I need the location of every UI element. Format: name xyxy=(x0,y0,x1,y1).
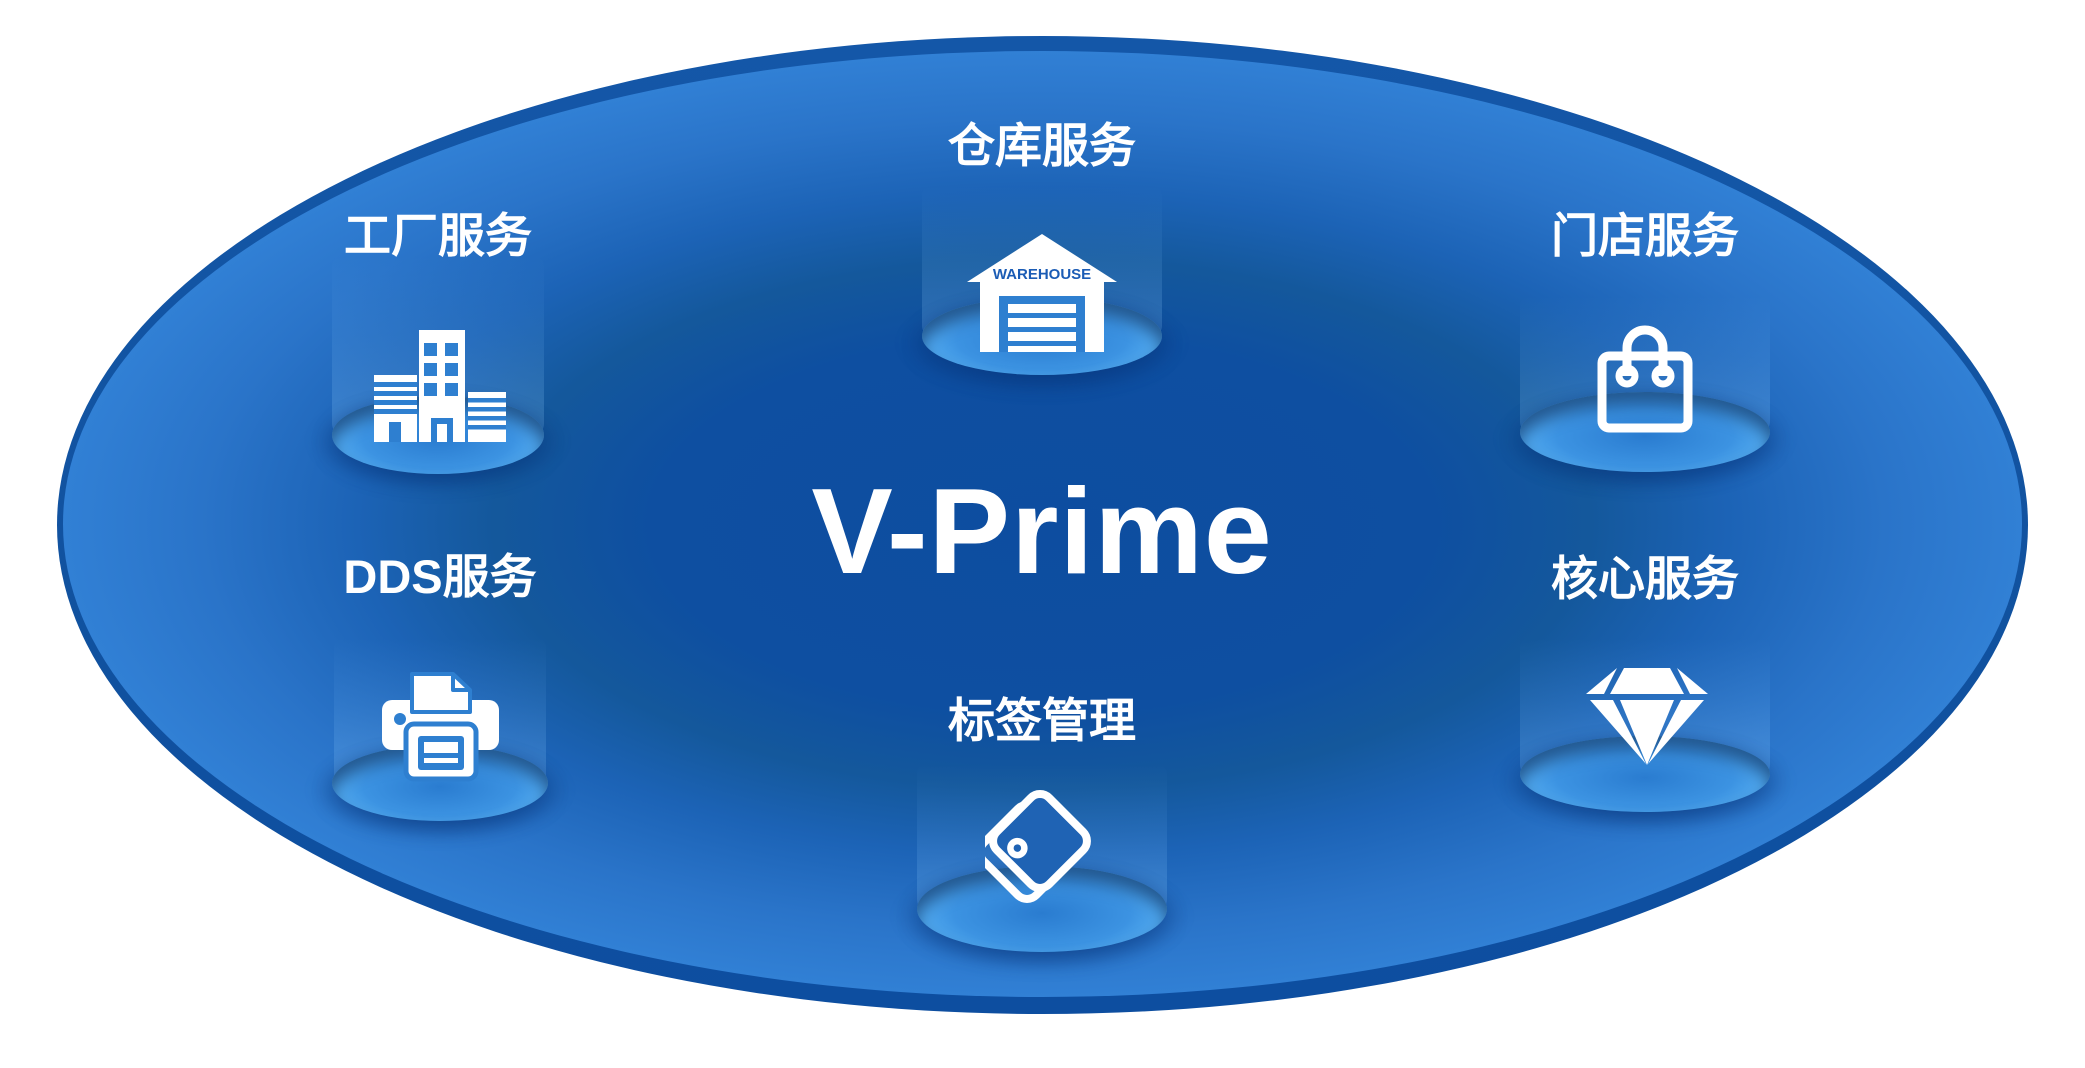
service-label: DDS服务 xyxy=(343,550,537,603)
service-label: 核心服务 xyxy=(1551,552,1739,605)
service-node-dds: DDS服务 xyxy=(310,548,570,841)
warehouse-icon-text: WAREHOUSE xyxy=(993,266,1091,283)
factory-buildings-icon xyxy=(374,330,506,442)
printer-icon xyxy=(382,672,499,782)
service-node-factory: 工厂服务 xyxy=(310,208,566,492)
shopping-bag-icon xyxy=(1597,314,1693,434)
service-node-warehouse: WAREHOUSE 仓库服务 xyxy=(900,119,1184,395)
tag-icon xyxy=(985,783,1095,908)
service-node-tags: 标签管理 xyxy=(895,692,1189,972)
diamond-icon xyxy=(1586,666,1708,768)
center-title: V-Prime xyxy=(811,463,1273,599)
platform-ellipse-rim xyxy=(57,36,2028,1014)
service-label: 标签管理 xyxy=(948,694,1136,747)
warehouse-icon: WAREHOUSE xyxy=(967,234,1117,352)
service-label: 门店服务 xyxy=(1551,209,1739,262)
service-node-core: 核心服务 xyxy=(1498,550,1792,832)
service-node-store: 门店服务 xyxy=(1498,208,1792,492)
service-label: 仓库服务 xyxy=(948,119,1136,172)
service-label: 工厂服务 xyxy=(344,209,532,262)
